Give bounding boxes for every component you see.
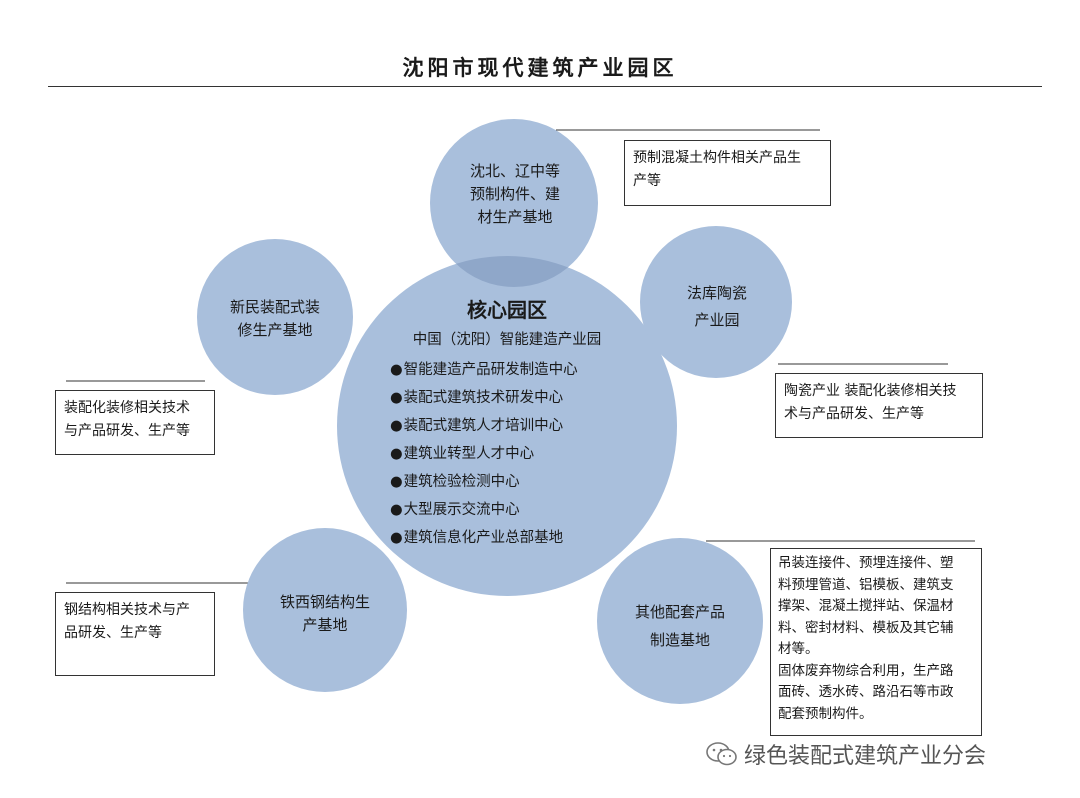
node-circle-right-lower	[597, 538, 763, 704]
core-list-item: 智能建造产品研发制造中心	[390, 356, 578, 384]
core-list-item: 建筑检验检测中心	[390, 468, 578, 496]
title-divider	[48, 86, 1042, 87]
core-list-item: 建筑业转型人才中心	[390, 440, 578, 468]
page-title: 沈阳市现代建筑产业园区	[402, 55, 678, 80]
node-circle-top	[430, 119, 598, 287]
node-label-right-upper: 法库陶瓷 产业园	[686, 284, 747, 329]
core-list-item: 装配式建筑人才培训中心	[390, 412, 578, 440]
node-label-top: 沈北、辽中等 预制构件、建 材生产基地	[469, 162, 560, 226]
desc-box-right-lower: 吊装连接件、预埋连接件、塑 料预埋管道、铝模板、建筑支 撑架、混凝土搅拌站、保温…	[770, 548, 982, 736]
wechat-icon	[706, 742, 737, 766]
desc-box-left-upper: 装配化装修相关技术 与产品研发、生产等	[55, 390, 215, 455]
node-circle-left-upper	[197, 239, 353, 395]
core-subtitle: 中国（沈阳）智能建造产业园	[412, 332, 602, 348]
core-list-item: 装配式建筑技术研发中心	[390, 384, 578, 412]
watermark-text: 绿色装配式建筑产业分会	[744, 744, 987, 769]
node-label-left-upper: 新民装配式装 修生产基地	[229, 298, 320, 339]
node-circle-right-upper	[640, 226, 792, 378]
desc-box-left-lower: 钢结构相关技术与产 品研发、生产等	[55, 592, 215, 676]
core-list: 智能建造产品研发制造中心 装配式建筑技术研发中心 装配式建筑人才培训中心 建筑业…	[390, 356, 578, 552]
core-list-item: 大型展示交流中心	[390, 496, 578, 524]
desc-box-top: 预制混凝土构件相关产品生 产等	[624, 140, 831, 206]
core-title: 核心园区	[467, 298, 547, 322]
node-label-right-lower: 其他配套产品 制造基地	[634, 603, 725, 649]
node-label-left-lower: 铁西钢结构生 产基地	[279, 593, 370, 634]
core-list-item: 建筑信息化产业总部基地	[390, 524, 578, 552]
watermark: 绿色装配式建筑产业分会	[706, 738, 986, 770]
desc-box-right-upper: 陶瓷产业 装配化装修相关技 术与产品研发、生产等	[775, 373, 983, 438]
node-circle-left-lower	[243, 528, 407, 692]
